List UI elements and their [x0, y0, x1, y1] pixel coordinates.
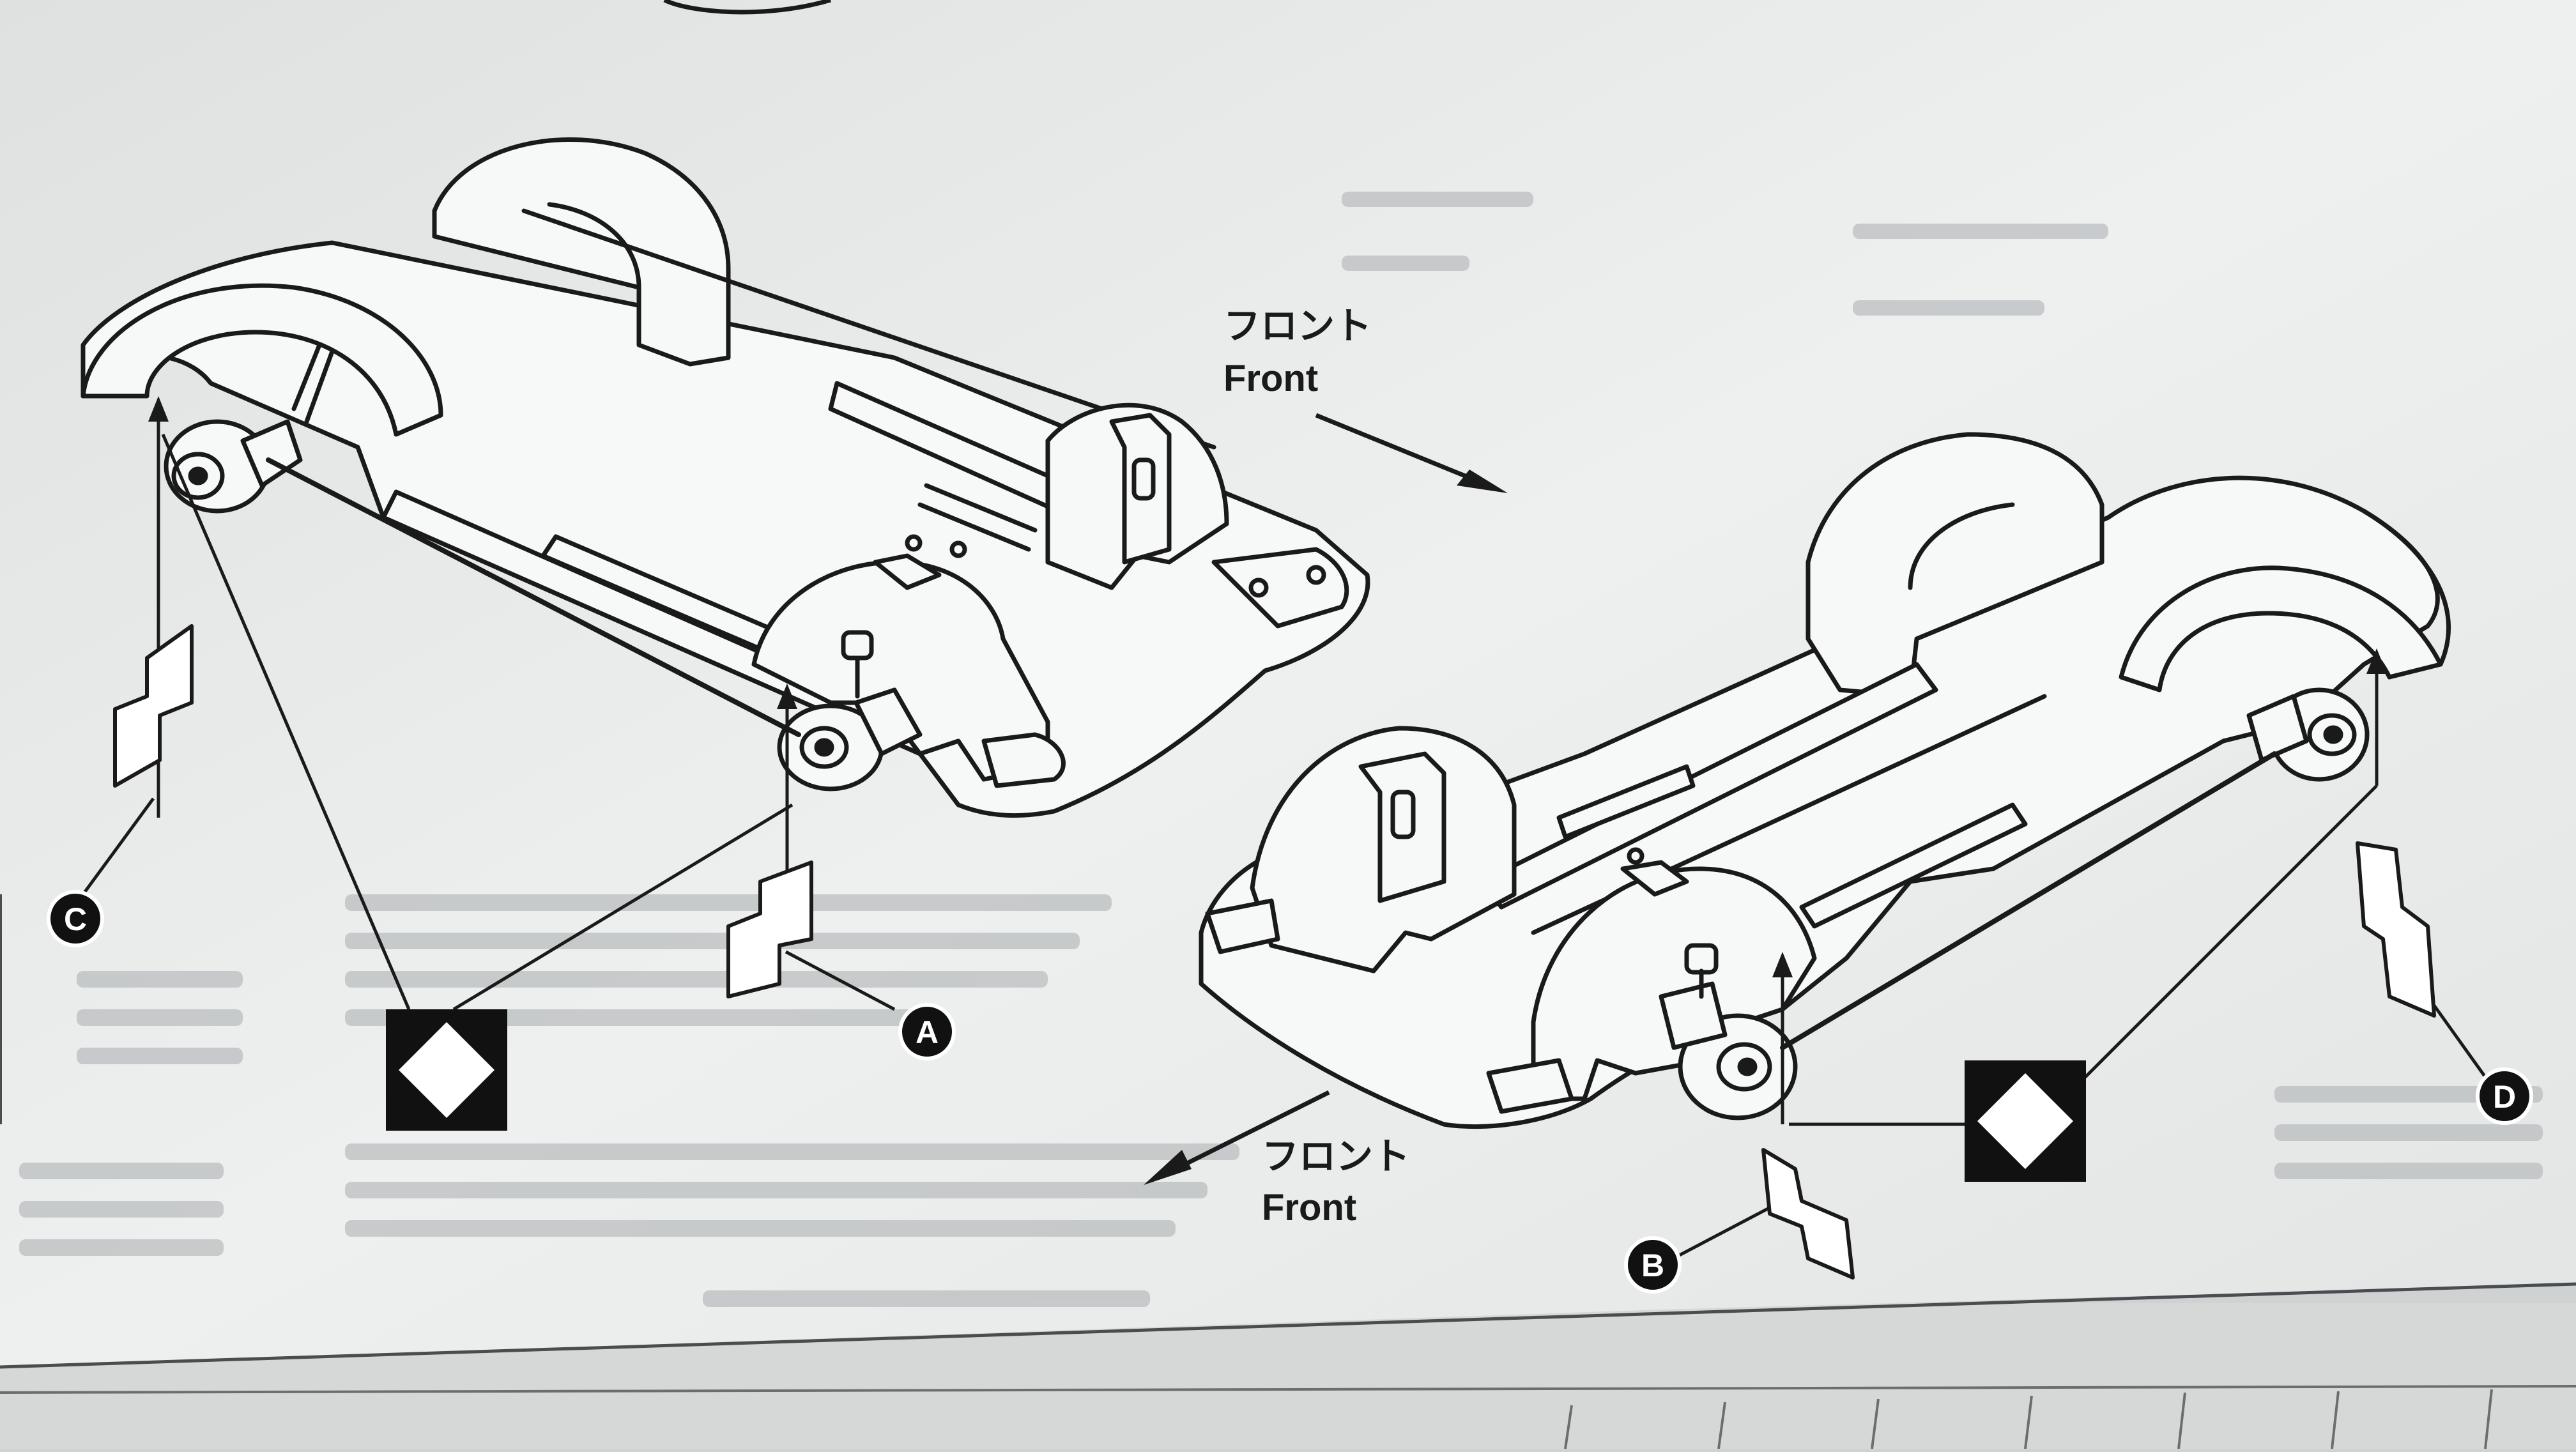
leader-lines — [81, 409, 2494, 1267]
bearing-part-c — [113, 624, 194, 788]
previous-step-fragment — [663, 0, 832, 15]
front-label-bottom-en: Front — [1262, 1187, 1356, 1228]
front-arrow-bottom — [1144, 1090, 1330, 1185]
front-label-top-jp: フロント — [1223, 305, 1372, 347]
left-chassis-rear-fender — [80, 283, 443, 437]
left-chassis-dome — [432, 137, 731, 367]
marker-c: C — [47, 890, 104, 947]
marker-a-label: A — [916, 1014, 939, 1050]
front-label-top-en: Front — [1223, 358, 1318, 399]
right-chassis-rear-fender — [2119, 565, 2443, 692]
black-square-with-white-diamond-icon — [1965, 1060, 2086, 1182]
right-chassis — [1199, 432, 2451, 1129]
left-chassis — [80, 137, 1370, 818]
front-arrow-top — [1315, 413, 1508, 493]
marker-d: D — [2476, 1067, 2533, 1125]
marker-b: B — [1624, 1236, 1682, 1294]
black-square-with-white-diamond-icon — [386, 1009, 507, 1131]
bearing-part-b — [1761, 1148, 1855, 1280]
marker-a: A — [898, 1003, 956, 1060]
bearing-part-d — [2356, 841, 2436, 1018]
paper-edge — [0, 1282, 2576, 1369]
right-chassis-dome — [1805, 432, 2104, 699]
bleed-through-text — [19, 192, 2543, 1307]
marker-d-label: D — [2493, 1079, 2516, 1115]
marker-c-label: C — [64, 901, 87, 937]
bearing-part-a — [726, 860, 813, 998]
insert-arrows — [148, 396, 2387, 977]
marker-b-label: B — [1641, 1248, 1664, 1283]
right-chassis-mid-housing — [1531, 866, 1817, 1101]
front-label-bottom-jp: フロント — [1262, 1136, 1410, 1177]
